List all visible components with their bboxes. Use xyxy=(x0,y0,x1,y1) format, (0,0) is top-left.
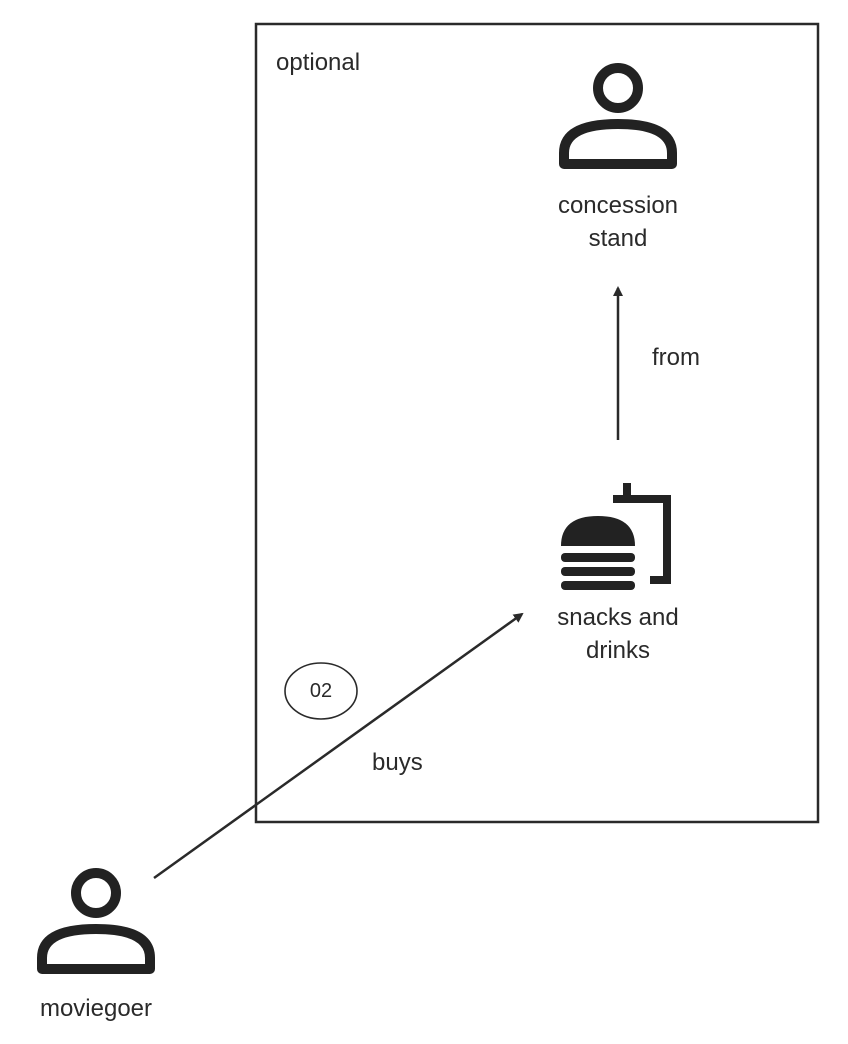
concession-stand-label-line2: stand xyxy=(588,225,648,252)
concession-stand-label-line1: concession xyxy=(557,192,679,219)
step-badge xyxy=(284,662,358,720)
step-number: 02 xyxy=(309,680,333,702)
moviegoer-label: moviegoer xyxy=(39,995,153,1022)
from-edge-label: from xyxy=(652,344,700,371)
burger-and-drink-icon xyxy=(561,483,671,590)
concession-stand-person-icon xyxy=(559,63,677,169)
frame-label-optional: optional xyxy=(276,49,361,76)
optional-frame xyxy=(254,22,820,824)
buys-arrow xyxy=(153,612,524,880)
buys-edge-label: buys xyxy=(372,749,423,776)
moviegoer-person-icon xyxy=(37,868,155,974)
snacks-and-drinks-label-line2: drinks xyxy=(585,637,651,664)
snacks-and-drinks-label-line1: snacks and xyxy=(557,604,679,631)
